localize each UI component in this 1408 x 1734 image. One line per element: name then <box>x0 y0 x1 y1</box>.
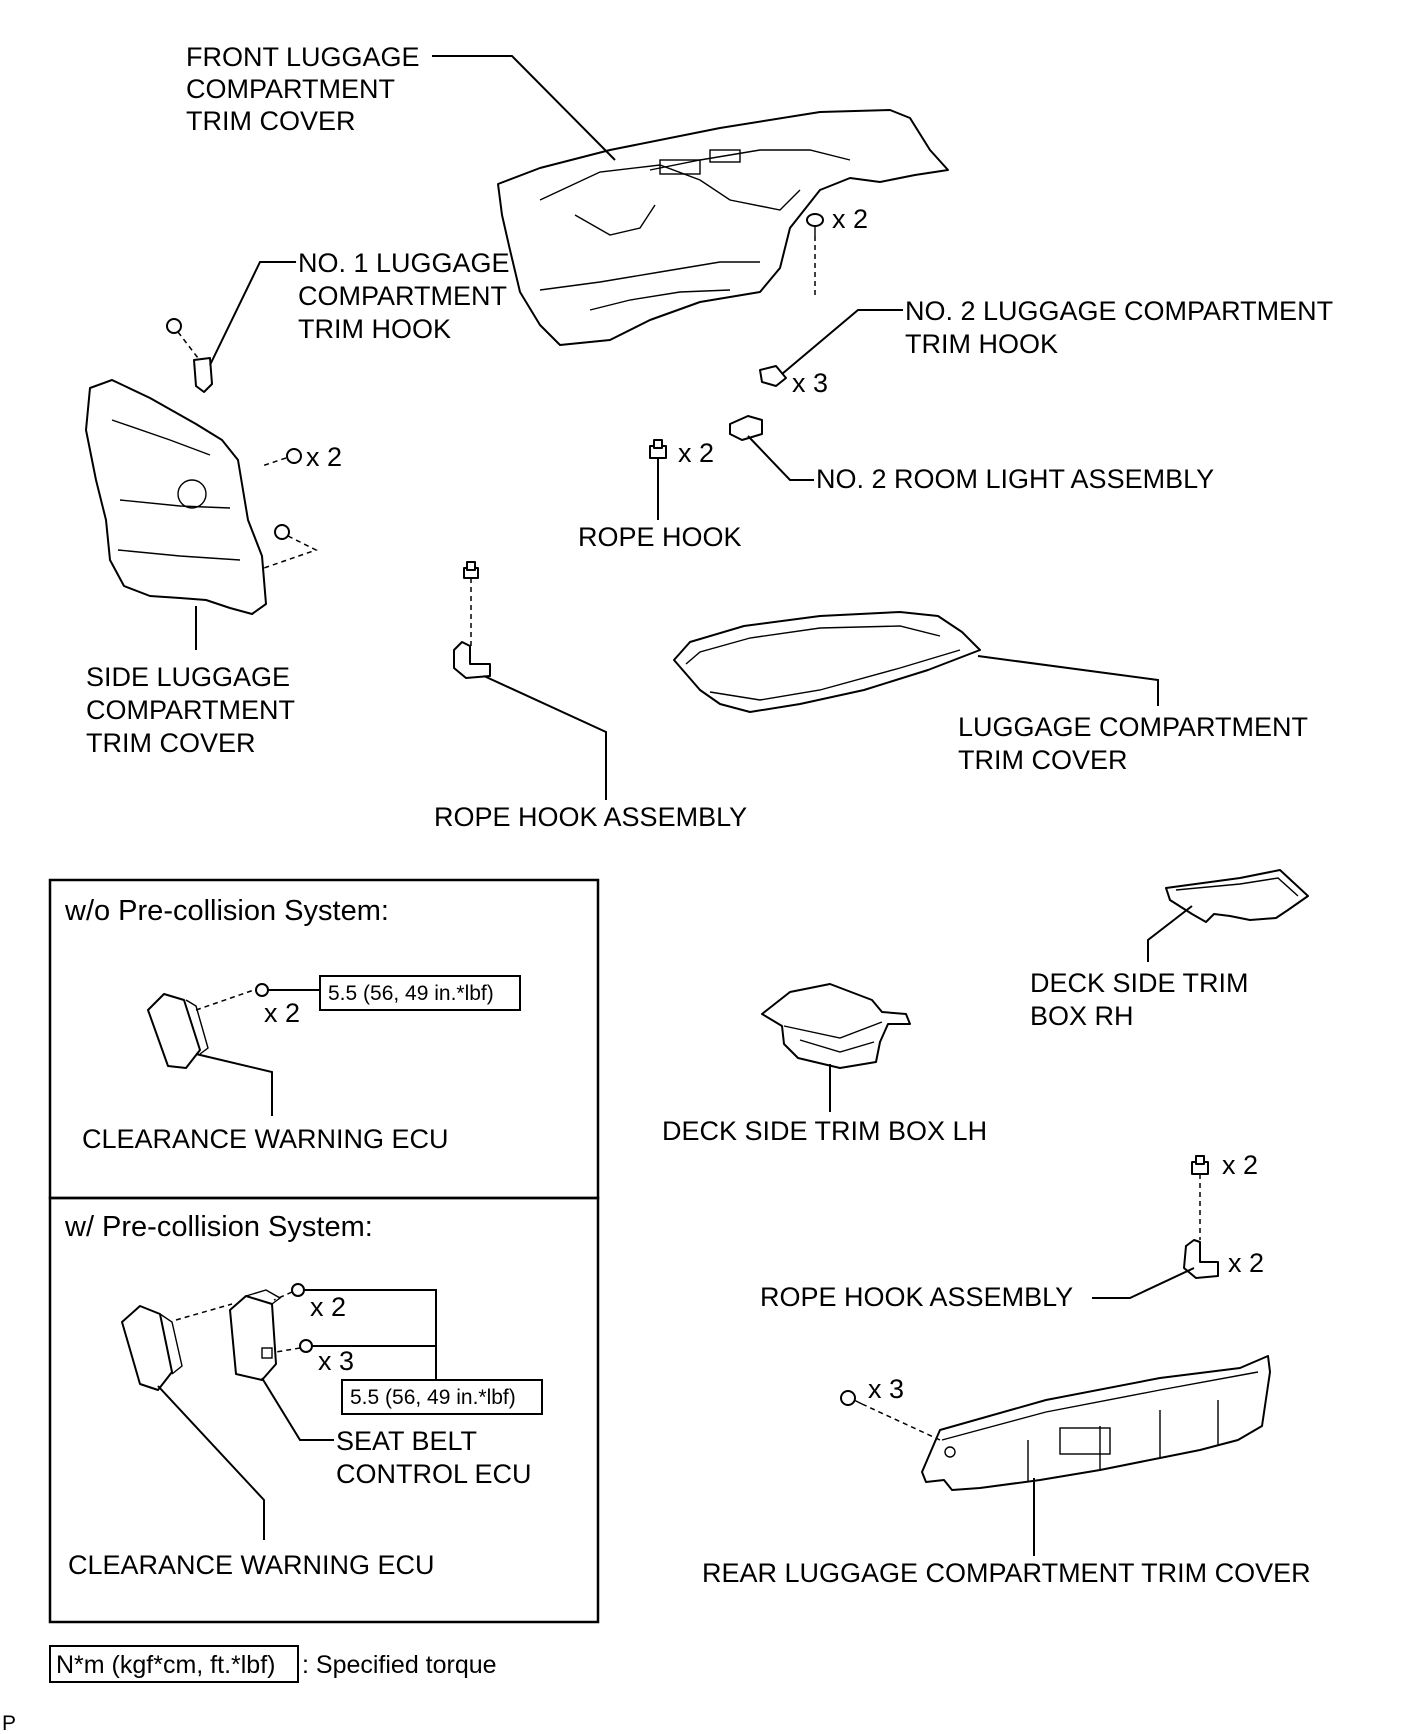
front-trim-cover-leader <box>432 55 616 161</box>
without-nut-axis <box>195 989 255 1011</box>
without-precollision-title: w/o Pre-collision System: <box>64 895 389 927</box>
without-ecu-icon <box>147 993 209 1069</box>
side-clip-icon <box>274 524 290 540</box>
with-ecu-axis <box>175 1303 233 1321</box>
with-nut-b-icon <box>299 1339 313 1353</box>
with-torque-box <box>341 1379 543 1415</box>
rope-hook-icon <box>649 439 667 459</box>
luggage-trim-cover-leader <box>977 655 1159 706</box>
with-precollision-title: w/ Pre-collision System: <box>64 1211 373 1243</box>
room-light-label: NO. 2 ROOM LIGHT ASSEMBLY <box>816 464 1214 494</box>
front-clip-qty: x 2 <box>832 204 868 234</box>
with-torque-bracket <box>304 1289 437 1380</box>
without-torque-value: 5.5 (56, 49 in.*lbf) <box>328 982 494 1005</box>
deck-box-rh-part <box>1165 869 1309 923</box>
side-bolt-qty: x 2 <box>306 442 342 472</box>
side-trim-cover-part <box>85 379 267 615</box>
no1-hook-label: NO. 1 LUGGAGE COMPARTMENT TRIM HOOK <box>298 248 517 344</box>
front-clip-icon <box>806 213 824 236</box>
upper-rope-hook-label: ROPE HOOK ASSEMBLY <box>434 802 747 832</box>
seat-belt-ecu-icon <box>229 1289 282 1381</box>
corner-code: P <box>2 1712 16 1734</box>
upper-rope-bolt-icon <box>463 561 479 579</box>
with-nut-a-qty: x 2 <box>310 1292 346 1322</box>
upper-rope-hook-icon <box>453 641 491 679</box>
without-nut-qty: x 2 <box>264 998 300 1028</box>
with-nut-a-axis <box>273 1291 293 1301</box>
deck-box-lh-label: DECK SIDE TRIM BOX LH <box>662 1116 987 1146</box>
lower-rope-hook-qty: x 2 <box>1228 1248 1264 1278</box>
with-ecu-leader <box>157 1385 265 1540</box>
seat-belt-ecu-leader <box>261 1377 334 1441</box>
room-light-icon <box>729 415 763 441</box>
side-trim-cover-label: SIDE LUGGAGE COMPARTMENT TRIM COVER <box>86 662 302 758</box>
no1-bolt-icon <box>166 318 182 334</box>
with-nut-a-icon <box>291 1283 305 1297</box>
front-trim-cover-label: FRONT LUGGAGE COMPARTMENT TRIM COVER <box>186 42 427 136</box>
lower-rope-hook-leader <box>1092 1267 1195 1299</box>
rear-trim-cover-label: REAR LUGGAGE COMPARTMENT TRIM COVER <box>702 1558 1311 1588</box>
seat-belt-ecu-label: SEAT BELT CONTROL ECU <box>336 1426 532 1489</box>
deck-box-rh-label: DECK SIDE TRIM BOX RH <box>1030 968 1256 1031</box>
lower-rope-bolt-icon <box>1191 1155 1209 1175</box>
lower-rope-hook-label: ROPE HOOK ASSEMBLY <box>760 1282 1073 1312</box>
with-nut-b-axis <box>275 1347 301 1353</box>
lower-rope-hook-icon <box>1183 1239 1219 1279</box>
no1-hook-axis <box>177 331 199 359</box>
no2-hook-icon <box>759 365 787 387</box>
no2-hook-qty: x 3 <box>792 368 828 398</box>
rope-hook-label: ROPE HOOK <box>578 522 742 552</box>
no2-hook-label: NO. 2 LUGGAGE COMPARTMENT TRIM HOOK <box>905 296 1340 359</box>
with-clearance-ecu-icon <box>121 1305 183 1391</box>
room-light-leader <box>747 435 814 481</box>
rear-clip-axis <box>861 1403 941 1441</box>
deck-box-lh-part <box>761 983 911 1069</box>
with-ecu-label: CLEARANCE WARNING ECU <box>68 1550 435 1580</box>
legend-torque-box <box>49 1645 299 1683</box>
luggage-trim-cover-part <box>673 611 981 713</box>
front-trim-cover-part <box>497 109 949 346</box>
lower-rope-bolt-qty: x 2 <box>1222 1150 1258 1180</box>
with-precollision-box <box>48 1196 600 1624</box>
legend-unit: N*m (kgf*cm, ft.*lbf) <box>56 1651 275 1679</box>
side-bolt-axis <box>261 457 287 467</box>
without-ecu-label: CLEARANCE WARNING ECU <box>82 1124 449 1154</box>
with-nut-b-qty: x 3 <box>318 1346 354 1376</box>
without-torque-box <box>319 975 521 1011</box>
without-ecu-leader <box>195 1053 273 1116</box>
side-clip-axis <box>263 535 318 569</box>
side-bolt-icon <box>286 448 302 464</box>
luggage-trim-cover-label: LUGGAGE COMPARTMENT TRIM COVER <box>958 712 1315 775</box>
no1-hook-leader <box>209 261 296 366</box>
legend-meaning: : Specified torque <box>302 1651 497 1679</box>
rope-hook-qty: x 2 <box>678 438 714 468</box>
rear-trim-cover-part <box>921 1355 1271 1491</box>
upper-rope-hook-leader <box>483 675 607 800</box>
with-torque-value: 5.5 (56, 49 in.*lbf) <box>350 1386 516 1409</box>
no1-hook-icon <box>193 357 213 393</box>
deck-box-rh-leader <box>1147 905 1193 962</box>
rear-clip-qty: x 3 <box>868 1374 904 1404</box>
no2-hook-leader <box>781 309 903 375</box>
without-nut-icon <box>255 983 269 997</box>
rear-clip-icon <box>840 1390 863 1406</box>
